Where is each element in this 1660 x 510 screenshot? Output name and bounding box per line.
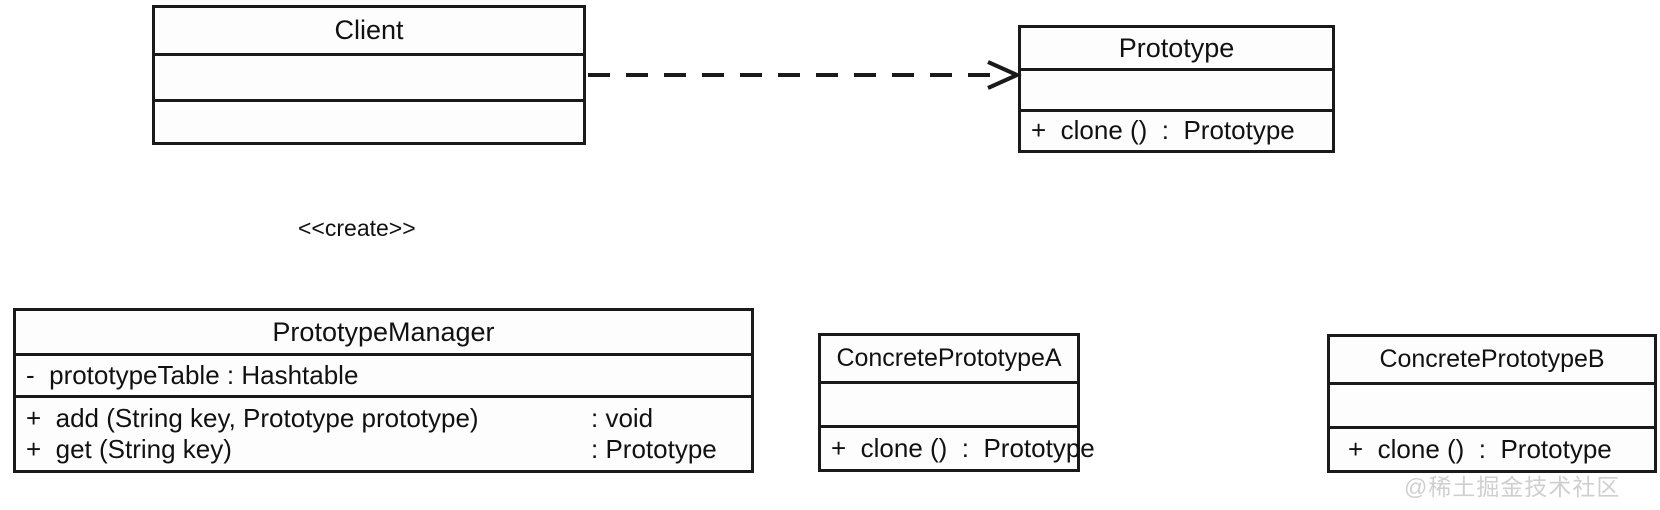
prototype-operation-clone: + clone () : Prototype bbox=[1031, 115, 1295, 146]
class-box-prototype[interactable]: Prototype + clone () : Prototype bbox=[1018, 25, 1335, 153]
prototype-manager-operation-get: + get (String key) : Prototype bbox=[16, 434, 751, 464]
concrete-a-operations-compartment: + clone () : Prototype bbox=[821, 425, 1095, 469]
concrete-prototype-a-operation-clone: + clone () : Prototype bbox=[831, 432, 1095, 463]
concrete-prototype-b-class-name: ConcretePrototypeB bbox=[1379, 345, 1605, 374]
prototype-name-compartment: Prototype bbox=[1021, 28, 1332, 68]
class-box-concrete-prototype-b[interactable]: ConcretePrototypeB + clone () : Prototyp… bbox=[1327, 334, 1657, 473]
dependency-client-to-prototype-arrowhead bbox=[987, 60, 1022, 90]
prototype-manager-class-name: PrototypeManager bbox=[272, 316, 495, 347]
prototype-manager-attributes-compartment: - prototypeTable : Hashtable bbox=[16, 353, 751, 395]
prototype-manager-operation-add-signature: + add (String key, Prototype prototype) bbox=[26, 402, 479, 433]
concrete-prototype-b-operation-clone: + clone () : Prototype bbox=[1348, 433, 1612, 464]
concrete-b-operations-compartment: + clone () : Prototype bbox=[1330, 426, 1654, 470]
concrete-b-name-compartment: ConcretePrototypeB bbox=[1330, 337, 1654, 382]
client-operations-compartment bbox=[155, 99, 583, 142]
client-name-compartment: Client bbox=[155, 8, 583, 53]
concrete-b-attributes-compartment bbox=[1330, 382, 1654, 426]
watermark-text: @稀土掘金技术社区 bbox=[1404, 474, 1621, 500]
concrete-prototype-a-class-name: ConcretePrototypeA bbox=[836, 344, 1062, 373]
prototype-manager-operation-get-return: : Prototype bbox=[591, 434, 717, 464]
prototype-manager-attribute-prototype-table: - prototypeTable : Hashtable bbox=[26, 359, 359, 390]
prototype-manager-operation-add: + add (String key, Prototype prototype) … bbox=[16, 402, 751, 433]
class-box-client[interactable]: Client bbox=[152, 5, 586, 145]
class-box-concrete-prototype-a[interactable]: ConcretePrototypeA + clone () : Prototyp… bbox=[818, 333, 1095, 472]
prototype-manager-operation-get-signature: + get (String key) bbox=[26, 434, 232, 464]
create-stereotype-label: <<create>> bbox=[295, 215, 419, 242]
prototype-class-name: Prototype bbox=[1118, 32, 1235, 63]
concrete-a-attributes-compartment bbox=[821, 381, 1077, 425]
prototype-operations-compartment: + clone () : Prototype bbox=[1021, 109, 1332, 150]
client-attributes-compartment bbox=[155, 53, 583, 99]
dependency-client-to-prototype bbox=[588, 60, 1022, 90]
class-box-prototype-manager[interactable]: PrototypeManager - prototypeTable : Hash… bbox=[13, 308, 754, 473]
client-class-name: Client bbox=[334, 15, 404, 46]
concrete-a-name-compartment: ConcretePrototypeA bbox=[821, 336, 1077, 381]
prototype-manager-operations-compartment: + add (String key, Prototype prototype) … bbox=[16, 395, 751, 470]
prototype-manager-operation-add-return: : void bbox=[591, 402, 654, 433]
prototype-manager-name-compartment: PrototypeManager bbox=[16, 311, 751, 353]
prototype-attributes-compartment bbox=[1021, 68, 1332, 109]
